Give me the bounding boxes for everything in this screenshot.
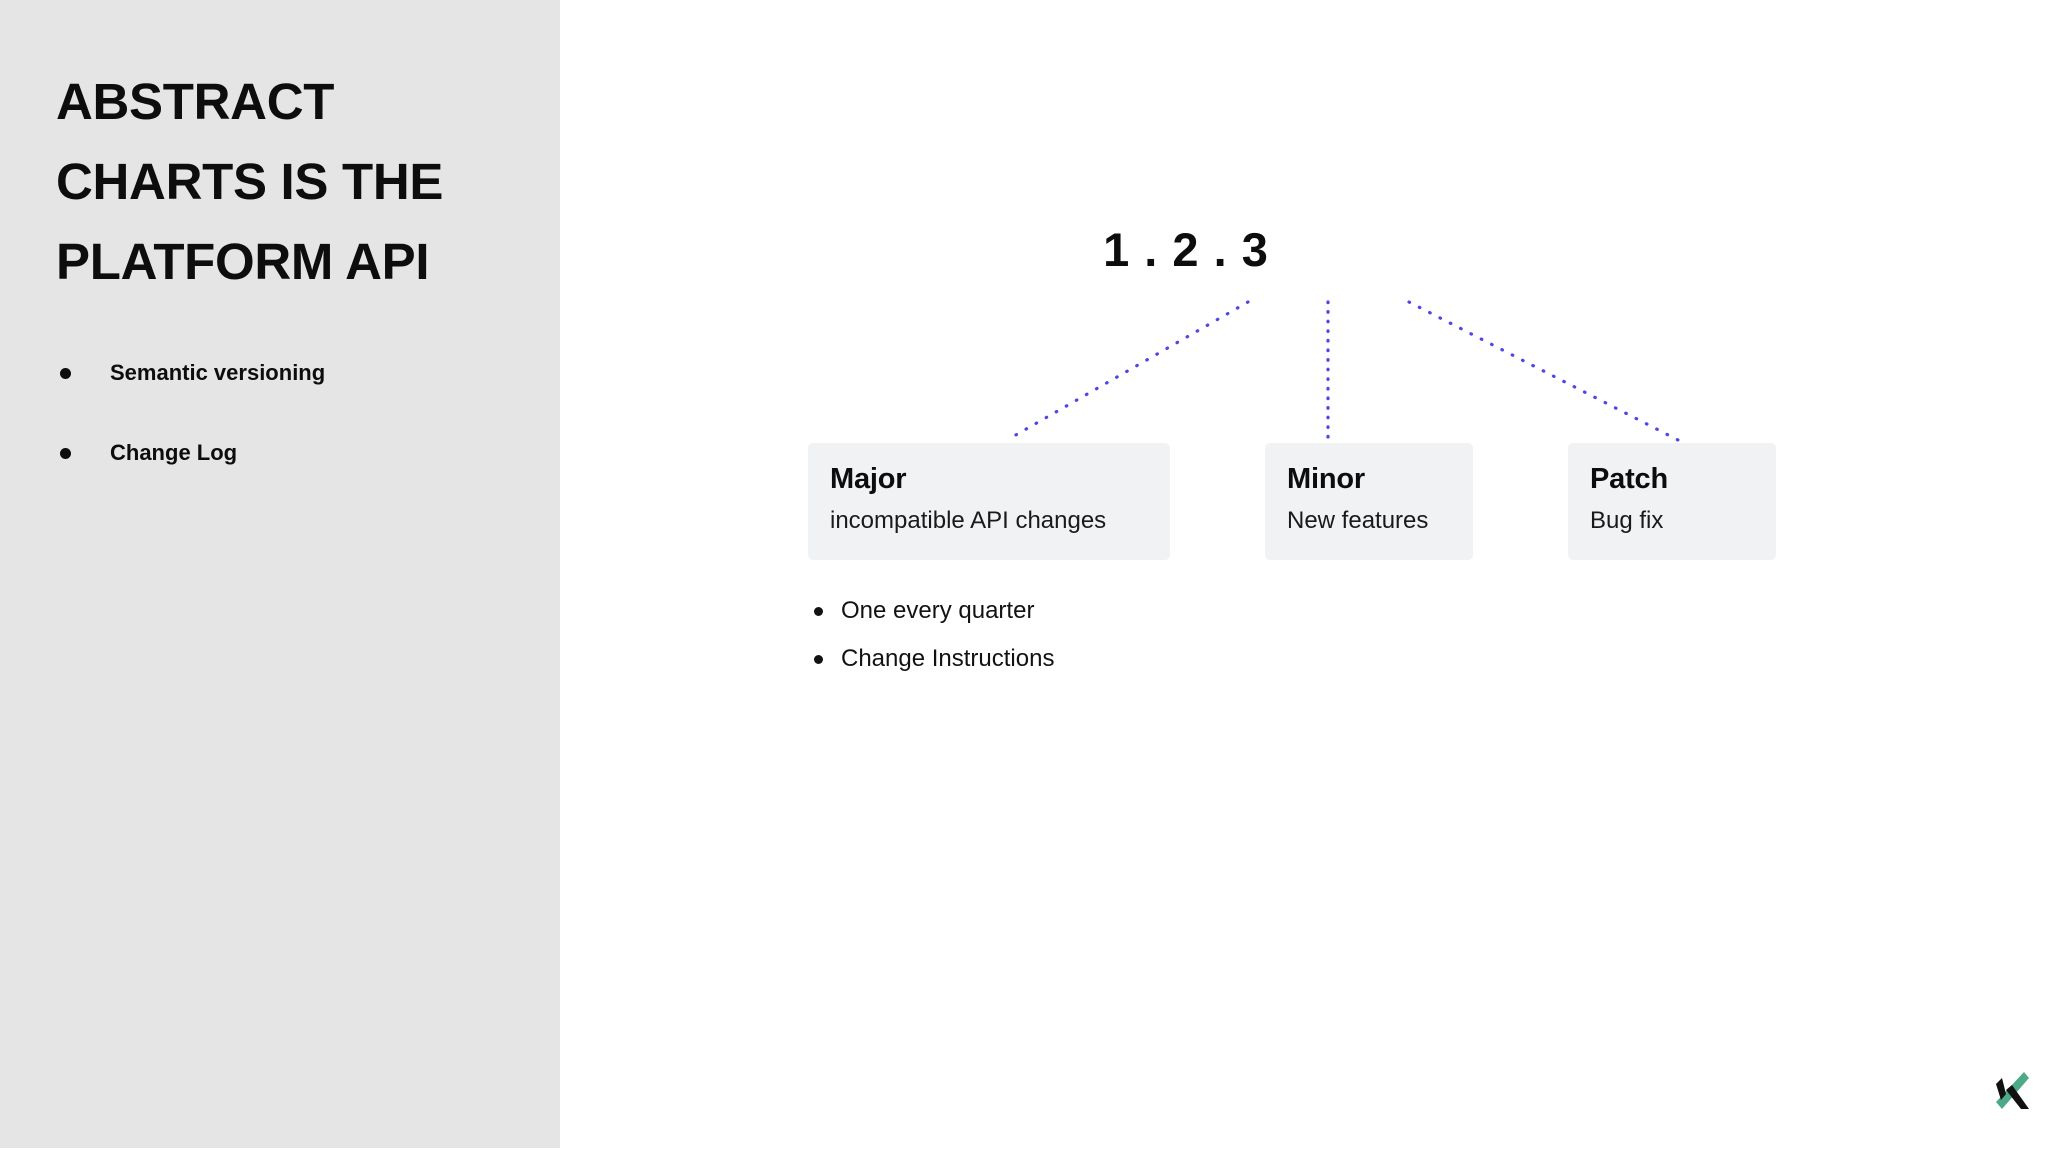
sidebar-item-label: Semantic versioning — [110, 360, 326, 385]
sidebar-panel: Abstract Charts is the Platform API Sema… — [0, 0, 560, 1148]
bullet-dot-icon — [60, 368, 71, 379]
bullet-dot-icon — [60, 448, 71, 459]
card-description: Bug fix — [1590, 507, 1664, 534]
k-logo-black-lower — [2006, 1085, 2029, 1109]
notes-list: One every quarter Change Instructions — [810, 595, 1054, 691]
list-item: Change Instructions — [810, 643, 1054, 674]
list-item: One every quarter — [810, 595, 1054, 626]
k-logo-icon — [1996, 1072, 2029, 1109]
card-major[interactable]: Major incompatible API changes — [808, 443, 1170, 560]
bullet-dot-icon — [814, 607, 823, 616]
card-title: Minor — [1287, 463, 1365, 495]
bullet-dot-icon — [814, 655, 823, 664]
main-content: 1 . 2 . 3 Major incompatible API changes… — [560, 0, 2048, 1152]
k-logo-black-upper — [1996, 1078, 2006, 1100]
card-title: Patch — [1590, 463, 1668, 495]
connector-line-patch — [1407, 300, 1680, 442]
card-description: incompatible API changes — [830, 507, 1107, 534]
card-title: Major — [830, 463, 907, 495]
sidebar-item-label: Change Log — [110, 440, 238, 465]
sidebar-item-change-log[interactable]: Change Log — [56, 438, 526, 468]
sidebar-item-semantic-versioning[interactable]: Semantic versioning — [56, 358, 526, 388]
card-patch[interactable]: Patch Bug fix — [1568, 443, 1776, 560]
semantic-version-heading: 1 . 2 . 3 — [1103, 223, 1269, 276]
connector-lines — [1005, 300, 1680, 442]
card-minor[interactable]: Minor New features — [1265, 443, 1473, 560]
card-description: New features — [1287, 507, 1429, 534]
page-title: Abstract Charts is the Platform API — [56, 73, 444, 290]
note-label: Change Instructions — [841, 645, 1055, 672]
connector-line-major — [1005, 300, 1250, 442]
sidebar-bullet-list: Semantic versioning Change Log — [56, 358, 526, 518]
note-label: One every quarter — [841, 597, 1035, 624]
